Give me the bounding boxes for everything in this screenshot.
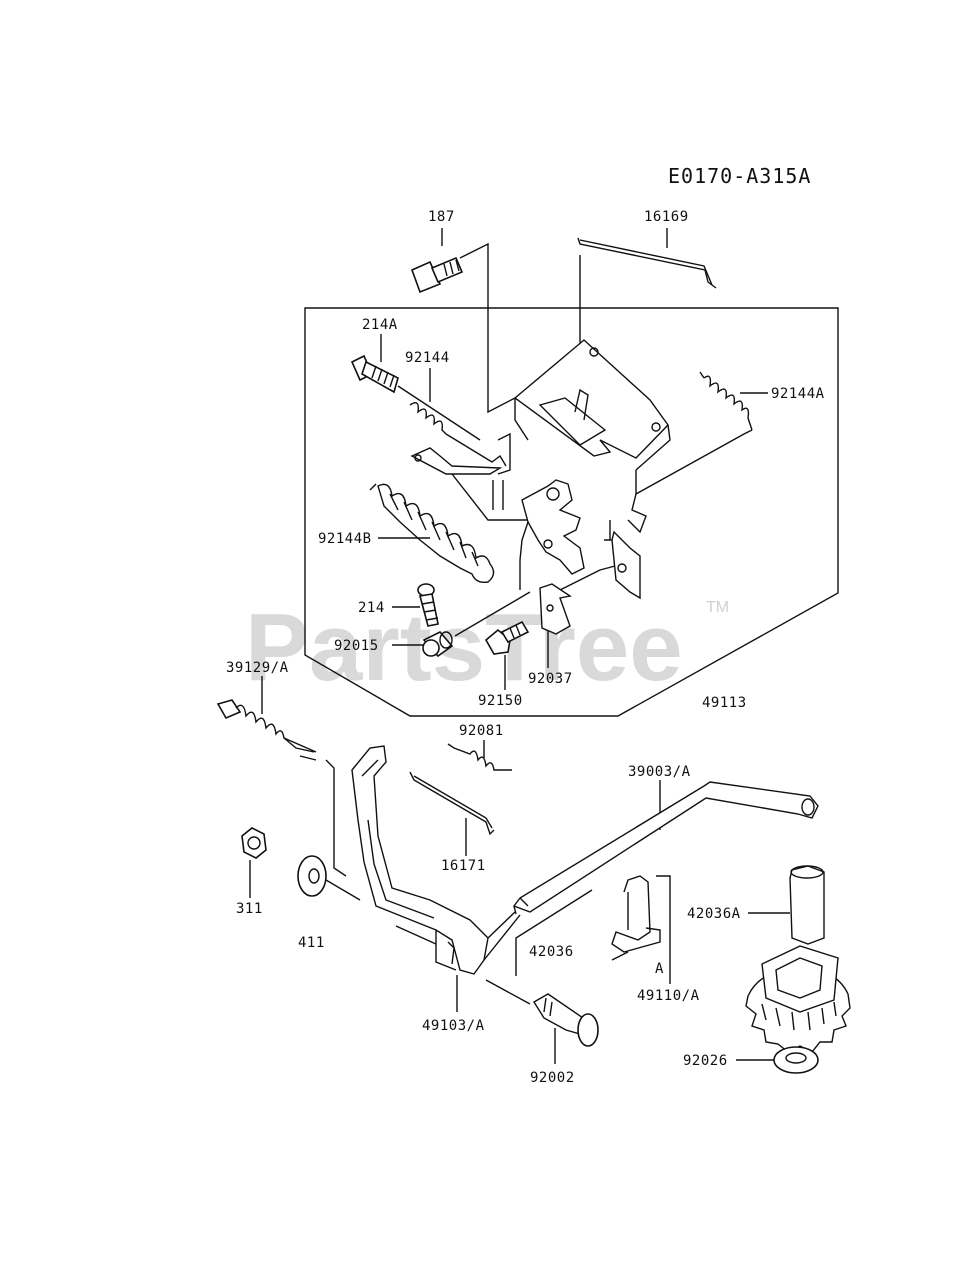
part-bolt-214[interactable] — [392, 583, 439, 627]
label-187[interactable]: 187 — [428, 209, 455, 225]
label-92081[interactable]: 92081 — [459, 723, 504, 739]
part-sleeve-42036A[interactable] — [748, 865, 825, 945]
part-clip-49110A[interactable] — [611, 875, 671, 984]
part-spring-92144A[interactable] — [627, 371, 768, 534]
watermark-trademark: TM — [706, 599, 729, 616]
diagram-code: E0170-A315A — [668, 164, 811, 188]
label-A[interactable]: A — [655, 961, 664, 977]
part-washer-92026[interactable] — [736, 1046, 819, 1074]
label-92144[interactable]: 92144 — [405, 350, 450, 366]
label-39129A[interactable]: 39129/A — [226, 660, 289, 676]
label-92037[interactable]: 92037 — [528, 671, 573, 687]
part-bolt-92150[interactable] — [484, 620, 530, 690]
label-92144A[interactable]: 92144A — [771, 386, 825, 402]
part-gear[interactable] — [745, 945, 851, 1053]
label-49110A[interactable]: 49110/A — [637, 988, 700, 1004]
label-92150[interactable]: 92150 — [478, 693, 523, 709]
label-214A[interactable]: 214A — [362, 317, 398, 333]
label-16171[interactable]: 16171 — [441, 858, 486, 874]
assembly-outline-49113 — [304, 307, 839, 717]
part-sleeve-92015[interactable] — [392, 631, 454, 658]
part-spring-92144[interactable] — [409, 368, 530, 521]
part-rod-16169[interactable] — [577, 228, 717, 365]
label-92015[interactable]: 92015 — [334, 638, 379, 654]
part-governor-lever[interactable] — [454, 479, 601, 637]
leader-42036 — [515, 889, 593, 976]
label-311[interactable]: 311 — [236, 901, 263, 917]
part-spring-92144B[interactable] — [369, 483, 495, 584]
leader-187-bracket — [459, 242, 516, 414]
label-16169[interactable]: 16169 — [644, 209, 689, 225]
part-spring-92081[interactable] — [447, 740, 512, 771]
label-49113[interactable]: 49113 — [702, 695, 747, 711]
part-rod-16171[interactable] — [409, 771, 495, 856]
label-214[interactable]: 214 — [358, 600, 385, 616]
part-nut-311[interactable] — [241, 827, 267, 898]
part-bolt-214A[interactable] — [350, 334, 481, 441]
label-92026[interactable]: 92026 — [683, 1053, 728, 1069]
label-92002[interactable]: 92002 — [530, 1070, 575, 1086]
leader-39129-lever — [325, 759, 347, 877]
label-39003A[interactable]: 39003/A — [628, 764, 691, 780]
part-bracket-plate[interactable] — [492, 339, 671, 510]
part-pin-92002[interactable] — [485, 979, 599, 1064]
part-spring-39129A[interactable] — [216, 676, 317, 761]
label-42036[interactable]: 42036 — [529, 944, 574, 960]
part-bracket-92037[interactable] — [539, 583, 572, 668]
label-92144B[interactable]: 92144B — [318, 531, 372, 547]
label-411[interactable]: 411 — [298, 935, 325, 951]
label-49103A[interactable]: 49103/A — [422, 1018, 485, 1034]
watermark-text: PartsTree — [245, 594, 683, 701]
part-shaft-39003A[interactable] — [512, 780, 819, 915]
part-bolt-187[interactable] — [410, 228, 464, 294]
part-linkage-plate[interactable] — [599, 520, 641, 600]
part-throttle-lever-49103A[interactable] — [351, 745, 521, 1012]
label-42036A[interactable]: 42036A — [687, 906, 741, 922]
part-washer-411[interactable] — [297, 855, 361, 901]
